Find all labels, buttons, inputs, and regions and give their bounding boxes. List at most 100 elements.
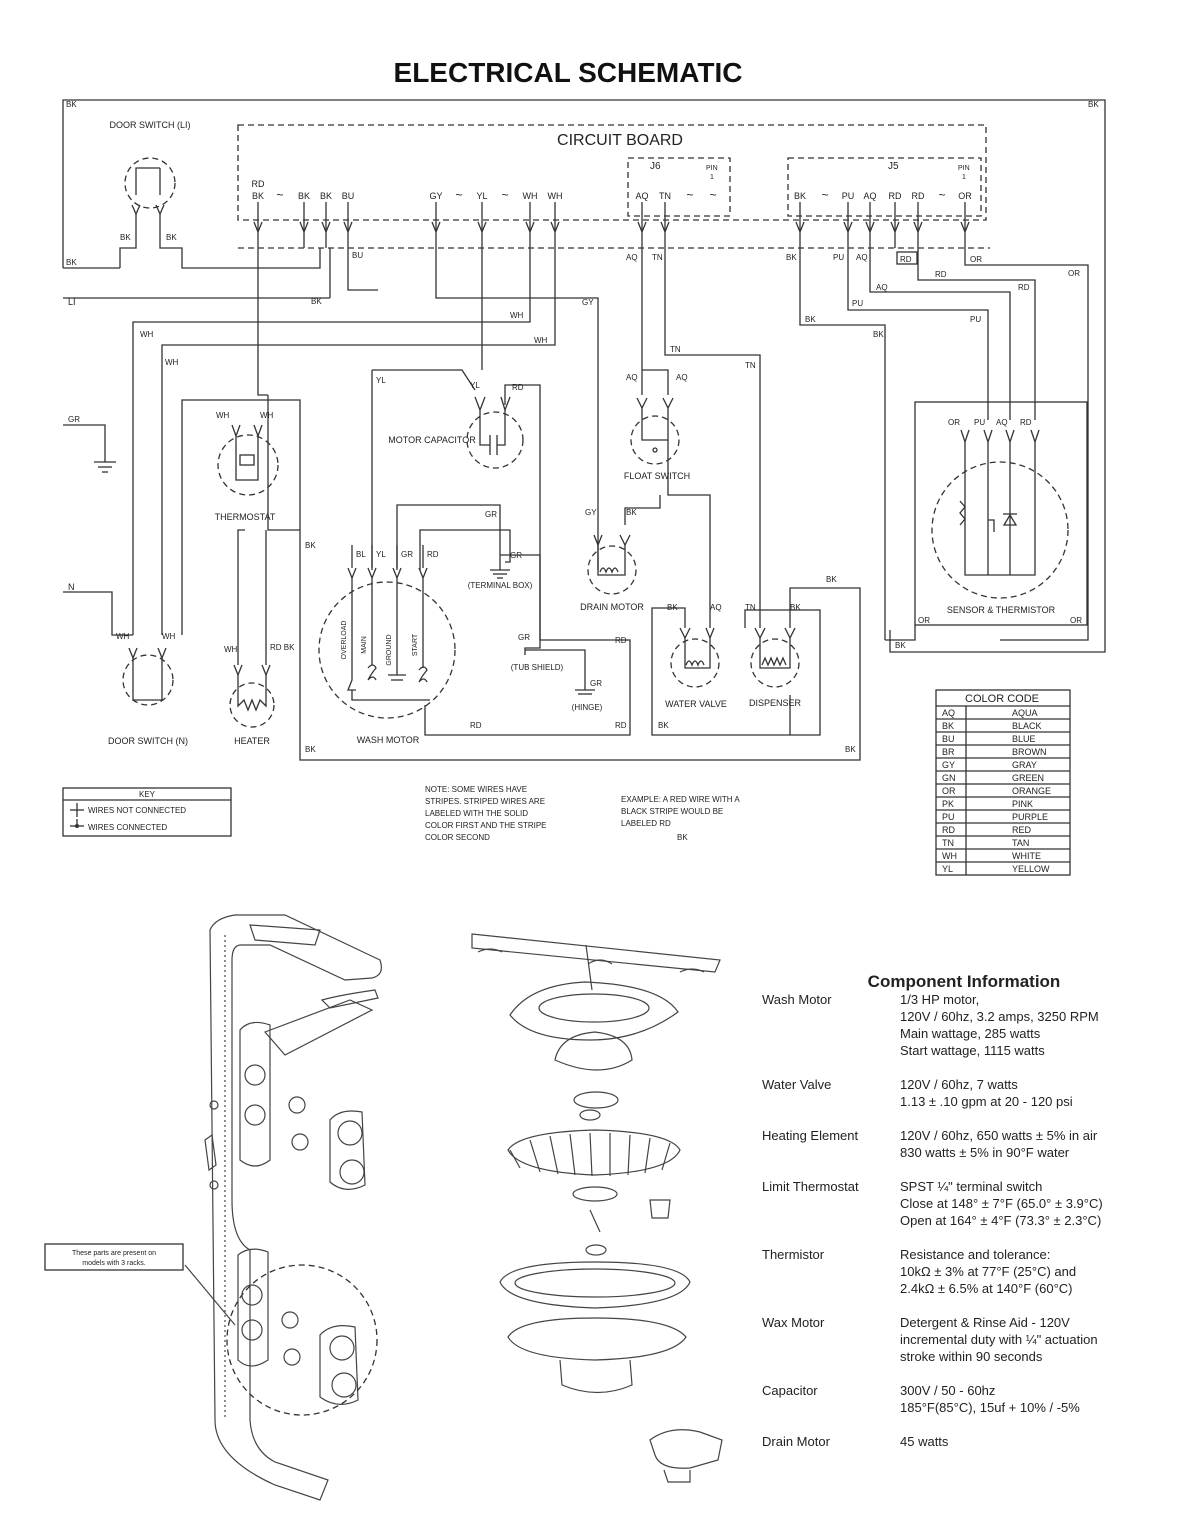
component-info-title: Component Information [868, 972, 1061, 991]
wire-label: WH [116, 632, 130, 641]
wire-label: BK [658, 721, 669, 730]
wire-label: WH [510, 311, 524, 320]
wash-motor-winding-label: START [412, 633, 419, 656]
component-spec-line: 1/3 HP motor, [900, 992, 979, 1007]
note-example-line: BK [677, 833, 688, 842]
color-code-abbr: BK [942, 721, 954, 731]
component-spec-line: Start wattage, 1115 watts [900, 1043, 1045, 1058]
component-spec-line: 120V / 60hz, 3.2 amps, 3250 RPM [900, 1009, 1099, 1024]
wire-label: BK [790, 603, 801, 612]
wire-label: BK [826, 575, 837, 584]
terminal-box-label: (TERMINAL BOX) [468, 581, 533, 590]
note-example-line: BLACK STRIPE WOULD BE [621, 807, 723, 816]
hinge-label: (HINGE) [572, 703, 603, 712]
dispenser-label: DISPENSER [749, 698, 802, 708]
wire-label: WH [224, 645, 238, 654]
wire-label: AQ [996, 418, 1008, 427]
pin-label: PIN [958, 165, 970, 172]
component-spec-line: 120V / 60hz, 7 watts [900, 1077, 1018, 1092]
component-spec-line: 10kΩ ± 3% at 77°F (25°C) and [900, 1264, 1076, 1279]
component-spec-line: 300V / 50 - 60hz [900, 1383, 995, 1398]
note-line: COLOR FIRST AND THE STRIPE [425, 821, 547, 830]
wire-label: RD [900, 255, 912, 264]
color-code-abbr: WH [942, 851, 957, 861]
connector-j6 [627, 157, 731, 217]
board-pin-label: ~ [501, 188, 508, 202]
board-pin-label: WH [548, 191, 563, 201]
board-pin-label: AQ [635, 191, 648, 201]
wire-label: RD [1018, 283, 1030, 292]
wire-label: PU [974, 418, 985, 427]
board-pin-label: ~ [709, 188, 716, 202]
connector-j5-label: J5 [888, 161, 899, 172]
wire-label: BK [895, 641, 906, 650]
component-spec-line: Open at 164° ± 4°F (73.3° ± 2.3°C) [900, 1213, 1101, 1228]
wire-label: AQ [626, 373, 638, 382]
wire-label-li: LI [68, 297, 76, 307]
board-pin-label: PU [842, 191, 855, 201]
pin-number: 1 [962, 174, 966, 181]
board-pin-label: ~ [686, 188, 693, 202]
color-code-name: BLUE [1012, 734, 1036, 744]
note-line: LABELED WITH THE SOLID [425, 809, 528, 818]
wire-label: OR [948, 418, 960, 427]
color-code-name: WHITE [1012, 851, 1041, 861]
wash-motor-winding-label: GROUND [386, 634, 393, 665]
board-pin-label: ~ [821, 188, 828, 202]
drain-motor: GY BK DRAIN MOTOR [580, 495, 661, 612]
board-pin-label: BK [794, 191, 806, 201]
thermostat-label: THERMOSTAT [215, 512, 276, 522]
rack-arm-drawing [184, 914, 382, 1501]
component-name: Limit Thermostat [762, 1179, 859, 1194]
wire-label: BK [805, 315, 816, 324]
wire-label: WH [260, 411, 274, 420]
wash-motor-label: WASH MOTOR [357, 735, 420, 745]
wire-label: RD [615, 636, 627, 645]
color-code-name: TAN [1012, 838, 1029, 848]
door-switch-li: DOOR SWITCH (LI) BK BK [110, 120, 321, 269]
wire-label-n: N [68, 582, 75, 592]
color-code-name: PINK [1012, 799, 1033, 809]
wire-label: BK [786, 253, 797, 262]
wire-label: AQ [626, 253, 638, 262]
key-legend: KEY WIRES NOT CONNECTED WIRES CONNECTED [62, 787, 232, 837]
board-pin-label: RD [889, 191, 902, 201]
wire-label: TN [745, 361, 756, 370]
component-spec-line: Resistance and tolerance: [900, 1247, 1050, 1262]
door-switch-n-label: DOOR SWITCH (N) [108, 736, 188, 746]
sensor-thermistor: OR PU AQ RD SENSOR & THERMISTOR OR OR [885, 401, 1088, 641]
board-pin-label: BK [320, 191, 332, 201]
key-title: KEY [139, 790, 156, 799]
water-valve-label: WATER VALVE [665, 699, 727, 709]
component-spec-line: SPST ¼" terminal switch [900, 1179, 1042, 1194]
color-code-name: GRAY [1012, 760, 1037, 770]
wire-label: RD [615, 721, 627, 730]
wire-label: BK [305, 541, 316, 550]
wire-label: BK [311, 297, 322, 306]
float-switch: FLOAT SWITCH [624, 397, 690, 481]
color-code-name: RED [1012, 825, 1032, 835]
board-pin-label: ~ [938, 188, 945, 202]
wire-label: GR [590, 679, 602, 688]
color-code-name: GREEN [1012, 773, 1044, 783]
wire-label: RD [935, 270, 947, 279]
color-code-name: YELLOW [1012, 864, 1050, 874]
board-pin-label: WH [523, 191, 538, 201]
circuit-board-title: CIRCUIT BOARD [557, 132, 683, 149]
wash-motor-lead-label: GR [401, 550, 413, 559]
wash-motor-winding-label: MAIN [361, 636, 368, 654]
wire-label: BK [667, 603, 678, 612]
component-spec-line: 2.4kΩ ± 6.5% at 140°F (60°C) [900, 1281, 1073, 1296]
wire-label: BK [66, 258, 77, 267]
board-pin-label: RD [912, 191, 925, 201]
color-code-abbr: GN [942, 773, 956, 783]
component-spec-line: 120V / 60hz, 650 watts ± 5% in air [900, 1128, 1098, 1143]
